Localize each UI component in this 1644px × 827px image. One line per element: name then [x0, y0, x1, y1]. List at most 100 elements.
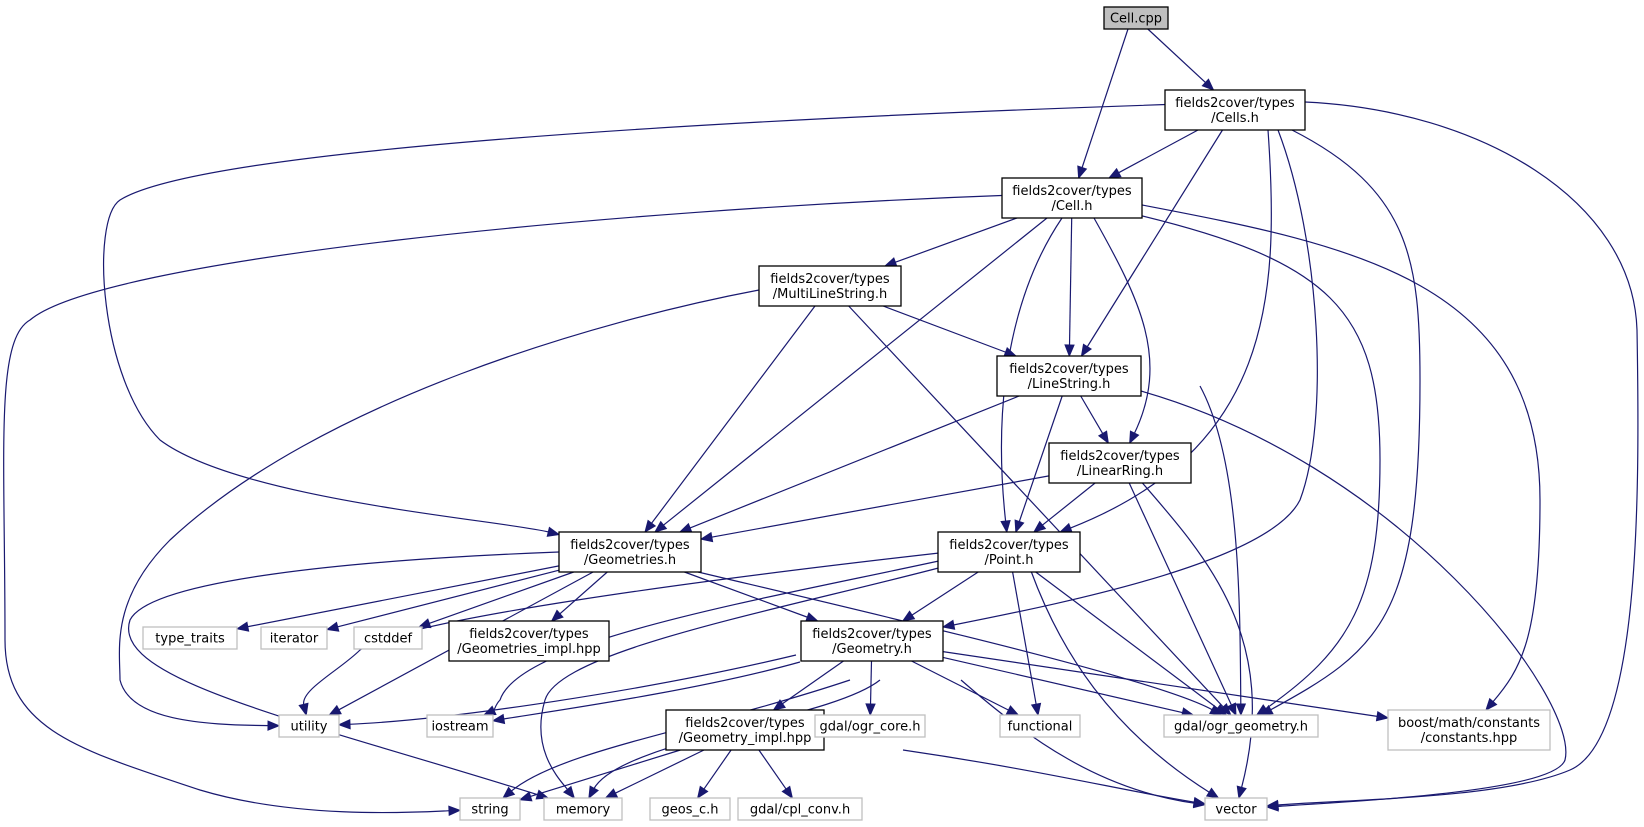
- arrowhead-icon: [781, 785, 794, 800]
- arrowhead-icon: [1375, 711, 1390, 722]
- arrowhead-icon: [901, 610, 916, 622]
- edge-line: [911, 660, 1010, 712]
- edge-line: [1068, 217, 1073, 347]
- edge-cell_h-to-string: [3, 194, 1015, 817]
- edge-geometry_h-to-gdal_ogr_core_h: [865, 660, 876, 717]
- node-label: fields2cover/types: [770, 272, 890, 287]
- node-iterator[interactable]: iterator: [260, 626, 328, 650]
- node-gdal-cpl-conv-h[interactable]: gdal/cpl_conv.h: [737, 797, 863, 821]
- node-memory[interactable]: memory: [543, 797, 623, 821]
- node-box: [459, 797, 521, 821]
- arrowhead-icon: [1080, 343, 1093, 358]
- node-label: fields2cover/types: [469, 627, 589, 642]
- node-box: [558, 531, 702, 573]
- node-gdal-ogr-core-h[interactable]: gdal/ogr_core.h: [814, 714, 926, 738]
- edges-layer: [3, 28, 1639, 817]
- node-boost-constants-hpp[interactable]: boost/math/constants/constants.hpp: [1387, 709, 1551, 751]
- edge-geometries_h-to-memory: [127, 551, 560, 800]
- edge-line: [952, 129, 1318, 626]
- edge-multilinestring_h-to-utility: [118, 289, 760, 731]
- edge-linearring_h-to-vector: [1137, 477, 1253, 800]
- node-multilinestring-h[interactable]: fields2cover/types/MultiLineString.h: [758, 265, 902, 307]
- node-geometries-h[interactable]: fields2cover/types/Geometries.h: [558, 531, 702, 573]
- edge-line: [428, 571, 574, 625]
- edge-geometries_h-to-geometry_h: [684, 571, 819, 622]
- arrowhead-icon: [563, 785, 576, 800]
- edge-point_h-to-geometry_h: [901, 571, 979, 622]
- node-vector[interactable]: vector: [1204, 797, 1268, 821]
- edge-line: [781, 660, 844, 705]
- edge-geometry_h-to-boost_constants_hpp: [942, 651, 1390, 722]
- edge-cells_h-to-vector: [1265, 101, 1639, 811]
- edge-line: [103, 103, 1183, 533]
- node-linestring-h[interactable]: fields2cover/types/LineString.h: [996, 355, 1142, 397]
- edge-line: [662, 217, 1048, 527]
- edge-line: [848, 305, 1225, 709]
- edge-line: [1276, 101, 1639, 806]
- edge-line: [882, 305, 1007, 354]
- node-label: fields2cover/types: [685, 716, 805, 731]
- node-linearring-h[interactable]: fields2cover/types/LinearRing.h: [1048, 442, 1192, 484]
- node-cell-h[interactable]: fields2cover/types/Cell.h: [1001, 177, 1143, 219]
- edge-line: [1129, 212, 1381, 710]
- node-label: /Cells.h: [1211, 111, 1259, 126]
- node-geos-c-h[interactable]: geos_c.h: [649, 797, 731, 821]
- node-geometry-impl-hpp[interactable]: fields2cover/types/Geometry_impl.hpp: [665, 709, 825, 751]
- node-label: /Geometries.h: [584, 553, 676, 568]
- edge-geometry_h-to-utility: [337, 654, 797, 730]
- edge-line: [3, 194, 1015, 814]
- node-box: [1204, 797, 1268, 821]
- node-cells-h[interactable]: fields2cover/types/Cells.h: [1164, 89, 1306, 131]
- arrowhead-icon: [653, 520, 668, 533]
- node-label: boost/math/constants: [1398, 716, 1540, 731]
- edge-line: [688, 395, 1020, 529]
- arrowhead-icon: [644, 519, 657, 534]
- node-iostream[interactable]: iostream: [426, 714, 494, 738]
- node-string[interactable]: string: [459, 797, 521, 821]
- node-box: [737, 797, 863, 821]
- edge-linestring_h-to-point_h: [1014, 395, 1063, 534]
- node-label: functional: [1008, 720, 1073, 735]
- node-cell-cpp[interactable]: Cell.cpp: [1103, 6, 1169, 30]
- edge-point_h-to-gdal_ogr_geometry_h: [1035, 571, 1228, 716]
- node-label: gdal/ogr_geometry.h: [1174, 720, 1308, 735]
- node-box: [1163, 714, 1319, 738]
- node-label: geos_c.h: [662, 803, 719, 818]
- arrowhead-icon: [298, 702, 309, 717]
- node-label: cstddef: [364, 632, 413, 647]
- node-cstddef[interactable]: cstddef: [353, 626, 423, 650]
- node-geometry-h[interactable]: fields2cover/types/Geometry.h: [800, 620, 944, 662]
- node-box: [999, 714, 1081, 738]
- arrowhead-icon: [518, 791, 533, 802]
- edge-geometry_h-to-functional: [911, 660, 1020, 716]
- node-utility[interactable]: utility: [278, 714, 340, 738]
- edge-line: [942, 651, 1379, 718]
- node-point-h[interactable]: fields2cover/types/Point.h: [937, 531, 1081, 573]
- arrowhead-icon: [1235, 703, 1247, 717]
- edge-linestring_h-to-vector: [1129, 387, 1567, 812]
- edge-linearring_h-to-geometries_h: [699, 475, 1050, 543]
- edge-cells_h-to-geometry_h: [941, 129, 1318, 630]
- edge-point_h-to-memory: [540, 564, 951, 800]
- node-box: [426, 714, 494, 738]
- node-label: fields2cover/types: [1009, 362, 1129, 377]
- edge-line: [540, 564, 951, 791]
- edge-line: [1035, 571, 1219, 710]
- node-type-traits[interactable]: type_traits: [142, 626, 238, 650]
- arrowhead-icon: [502, 786, 516, 799]
- edge-geometries_h-to-type_traits: [235, 565, 560, 632]
- arrowhead-icon: [328, 704, 342, 716]
- node-label: /MultiLineString.h: [773, 287, 887, 302]
- node-box: [278, 714, 340, 738]
- arrowhead-icon: [1064, 344, 1075, 358]
- node-box: [1001, 177, 1143, 219]
- node-geometries-impl-hpp[interactable]: fields2cover/types/Geometries_impl.hpp: [448, 620, 610, 662]
- node-functional[interactable]: functional: [999, 714, 1081, 738]
- arrowhead-icon: [235, 621, 250, 632]
- node-box: [1048, 442, 1192, 484]
- node-gdal-ogr-geometry-h[interactable]: gdal/ogr_geometry.h: [1163, 714, 1319, 738]
- arrowhead-icon: [1058, 522, 1073, 533]
- node-label: iostream: [431, 720, 488, 735]
- edge-point_h-to-utility: [298, 551, 949, 717]
- arrowhead-icon: [337, 718, 351, 730]
